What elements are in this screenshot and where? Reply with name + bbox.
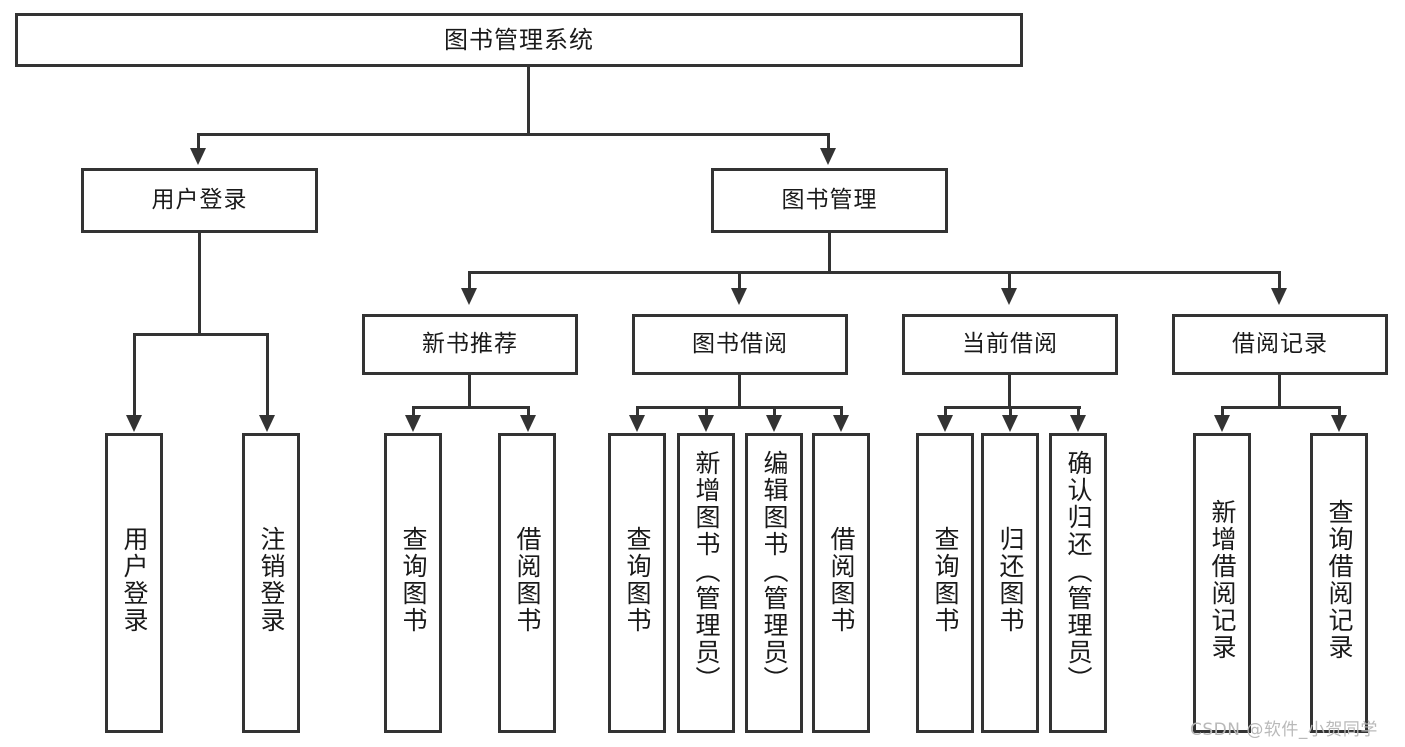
- connector-borrow-leaf4: [840, 406, 843, 418]
- node-label: 用户登录: [151, 187, 248, 214]
- connector-login-leaf1: [133, 333, 136, 418]
- node-label: 查询图书: [399, 526, 428, 634]
- arrow-newbook-leaf2: [520, 415, 536, 432]
- connector-records-bus: [1221, 406, 1341, 409]
- node-label: 新增图书（管理员）: [692, 450, 721, 693]
- node-label: 查询图书: [931, 526, 960, 634]
- leaf-user-login[interactable]: 用户登录: [105, 433, 163, 733]
- connector-borrow-stem: [738, 375, 741, 408]
- arrow-bookmgmt-to-borrow: [731, 288, 747, 305]
- node-label: 借阅图书: [827, 526, 856, 634]
- arrow-current-leaf1: [937, 415, 953, 432]
- node-label: 查询借阅记录: [1325, 499, 1354, 661]
- node-label: 编辑图书（管理员）: [760, 450, 789, 693]
- arrow-newbook-leaf1: [405, 415, 421, 432]
- connector-records-leaf1: [1221, 406, 1224, 418]
- arrow-current-leaf2: [1002, 415, 1018, 432]
- connector-login-bus: [133, 333, 269, 336]
- connector-root-bus: [197, 133, 830, 136]
- connector-current-leaf3: [1077, 406, 1080, 418]
- leaf-borrow-query-books[interactable]: 查询图书: [608, 433, 666, 733]
- arrow-login-leaf2: [259, 415, 275, 432]
- node-label: 借阅记录: [1232, 331, 1328, 358]
- connector-bookmgmt-bus: [468, 271, 1280, 274]
- connector-borrow-leaf3: [773, 406, 776, 418]
- node-label: 归还图书: [996, 526, 1025, 634]
- node-label: 查询图书: [623, 526, 652, 634]
- node-label: 图书借阅: [692, 331, 788, 358]
- connector-current-leaf1: [944, 406, 947, 418]
- node-label: 新增借阅记录: [1208, 499, 1237, 661]
- arrow-borrow-leaf1: [629, 415, 645, 432]
- leaf-borrow-borrow-books[interactable]: 借阅图书: [812, 433, 870, 733]
- node-label: 借阅图书: [513, 526, 542, 634]
- arrow-login-leaf1: [126, 415, 142, 432]
- leaf-current-confirm-return-admin[interactable]: 确认归还（管理员）: [1049, 433, 1107, 733]
- connector-records-stem: [1278, 375, 1281, 408]
- connector-root-stem: [527, 67, 530, 135]
- node-label: 注销登录: [257, 526, 286, 634]
- arrow-bookmgmt-to-records: [1271, 288, 1287, 305]
- node-label: 当前借阅: [962, 331, 1058, 358]
- node-new-book-recommend[interactable]: 新书推荐: [362, 314, 578, 375]
- connector-current-bus: [944, 406, 1081, 409]
- connector-bookmgmt-to-records: [1278, 271, 1281, 291]
- node-book-borrow[interactable]: 图书借阅: [632, 314, 848, 375]
- connector-root-to-bookmgmt: [827, 133, 830, 151]
- connector-login-stem: [198, 233, 201, 335]
- node-label: 新书推荐: [422, 331, 518, 358]
- arrow-root-to-bookmgmt: [820, 148, 836, 165]
- connector-current-leaf2: [1009, 406, 1012, 418]
- connector-borrow-leaf1: [636, 406, 639, 418]
- connector-bookmgmt-to-newbook: [468, 271, 471, 291]
- leaf-current-query-books[interactable]: 查询图书: [916, 433, 974, 733]
- connector-bookmgmt-to-current: [1008, 271, 1011, 291]
- connector-root-to-login: [197, 133, 200, 151]
- connector-records-leaf2: [1338, 406, 1341, 418]
- connector-borrow-leaf2: [705, 406, 708, 418]
- node-borrow-records[interactable]: 借阅记录: [1172, 314, 1388, 375]
- arrow-borrow-leaf4: [833, 415, 849, 432]
- arrow-borrow-leaf3: [766, 415, 782, 432]
- csdn-watermark: CSDN @软件_小贺同学: [1190, 720, 1378, 740]
- node-label: 图书管理系统: [444, 26, 594, 54]
- node-label: 用户登录: [120, 526, 149, 634]
- leaf-newbook-borrow-books[interactable]: 借阅图书: [498, 433, 556, 733]
- connector-newbook-leaf1: [412, 406, 415, 418]
- connector-login-leaf2: [266, 333, 269, 418]
- arrow-root-to-login: [190, 148, 206, 165]
- arrow-borrow-leaf2: [698, 415, 714, 432]
- node-label: 确认归还（管理员）: [1064, 450, 1093, 693]
- leaf-borrow-edit-book-admin[interactable]: 编辑图书（管理员）: [745, 433, 803, 733]
- leaf-records-query-record[interactable]: 查询借阅记录: [1310, 433, 1368, 733]
- leaf-logout[interactable]: 注销登录: [242, 433, 300, 733]
- connector-borrow-bus: [636, 406, 843, 409]
- node-user-login[interactable]: 用户登录: [81, 168, 318, 233]
- node-book-management[interactable]: 图书管理: [711, 168, 948, 233]
- node-root-system[interactable]: 图书管理系统: [15, 13, 1023, 67]
- arrow-records-leaf1: [1214, 415, 1230, 432]
- leaf-newbook-query-books[interactable]: 查询图书: [384, 433, 442, 733]
- connector-newbook-bus: [412, 406, 530, 409]
- connector-bookmgmt-to-borrow: [738, 271, 741, 291]
- arrow-bookmgmt-to-current: [1001, 288, 1017, 305]
- leaf-records-add-record[interactable]: 新增借阅记录: [1193, 433, 1251, 733]
- arrow-current-leaf3: [1070, 415, 1086, 432]
- leaf-borrow-add-book-admin[interactable]: 新增图书（管理员）: [677, 433, 735, 733]
- connector-newbook-stem: [468, 375, 471, 408]
- connector-bookmgmt-stem: [828, 233, 831, 273]
- leaf-current-return-books[interactable]: 归还图书: [981, 433, 1039, 733]
- node-current-borrow[interactable]: 当前借阅: [902, 314, 1118, 375]
- arrow-bookmgmt-to-newbook: [461, 288, 477, 305]
- node-label: 图书管理: [781, 187, 878, 214]
- arrow-records-leaf2: [1331, 415, 1347, 432]
- connector-newbook-leaf2: [527, 406, 530, 418]
- connector-current-stem: [1008, 375, 1011, 408]
